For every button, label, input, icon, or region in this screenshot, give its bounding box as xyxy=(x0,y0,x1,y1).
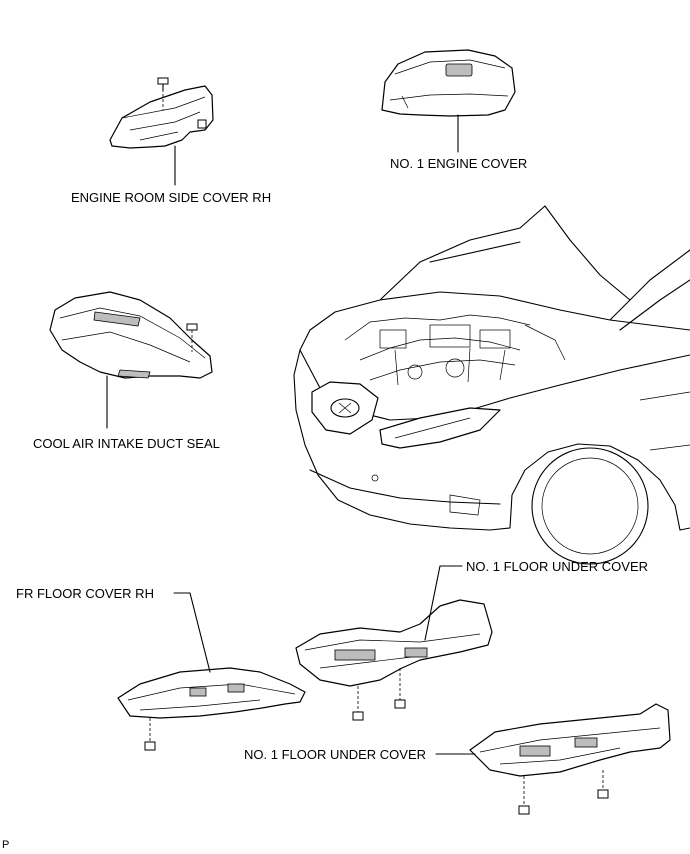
no1-floor-under-cover-lower-label: NO. 1 FLOOR UNDER COVER xyxy=(244,747,427,762)
engine-room-side-cover-rh-part xyxy=(109,77,214,149)
fr-floor-cover-rh-part xyxy=(117,667,306,751)
no1-floor-under-cover-upper-label: NO. 1 FLOOR UNDER COVER xyxy=(466,559,649,574)
no1-engine-cover-label: NO. 1 ENGINE COVER xyxy=(390,156,528,171)
engine-room-side-cover-rh-label: ENGINE ROOM SIDE COVER RH xyxy=(71,190,272,205)
no1-engine-cover-part xyxy=(381,49,516,117)
vehicle-body xyxy=(293,205,690,565)
no1-floor-under-cover-upper-leader xyxy=(424,565,463,641)
fr-floor-cover-rh-leader xyxy=(173,592,211,673)
fr-floor-cover-rh-label: FR FLOOR COVER RH xyxy=(16,586,154,601)
cool-air-intake-duct-seal-label: COOL AIR INTAKE DUCT SEAL xyxy=(33,436,220,451)
corner-mark: P xyxy=(2,839,10,851)
no1-floor-under-cover-upper-part xyxy=(295,599,493,721)
no1-floor-under-cover-lower-part xyxy=(469,703,671,815)
cool-air-intake-duct-seal-part xyxy=(49,291,213,379)
